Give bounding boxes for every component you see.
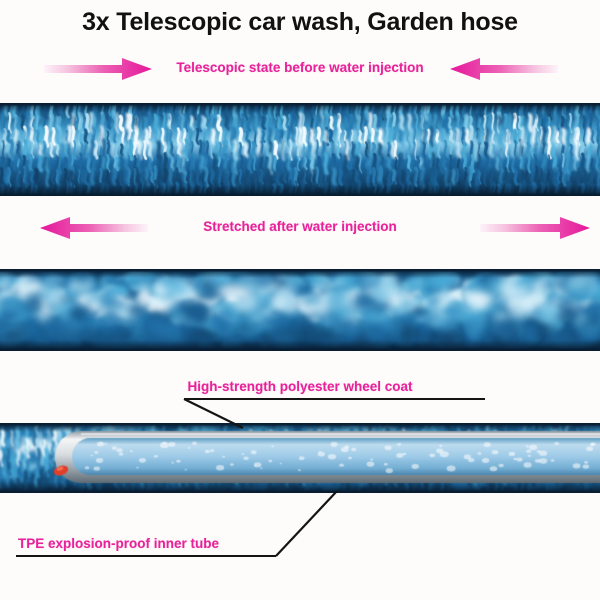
hose-stretched-smooth: [0, 269, 600, 351]
arrow-left-icon: [450, 57, 558, 81]
arrow-right-icon: [44, 57, 152, 81]
hose-compressed-braided: [0, 103, 600, 196]
caption-after-injection: Stretched after water injection: [203, 219, 397, 234]
caption-tpe-inner-tube: TPE explosion-proof inner tube: [18, 536, 220, 551]
hose-cutaway: [0, 423, 600, 493]
page-title: 3x Telescopic car wash, Garden hose: [82, 8, 518, 36]
caption-polyester-coat: High-strength polyester wheel coat: [187, 379, 413, 394]
arrow-right-icon: [480, 216, 590, 240]
arrow-left-icon: [40, 216, 148, 240]
caption-before-injection: Telescopic state before water injection: [176, 60, 424, 75]
